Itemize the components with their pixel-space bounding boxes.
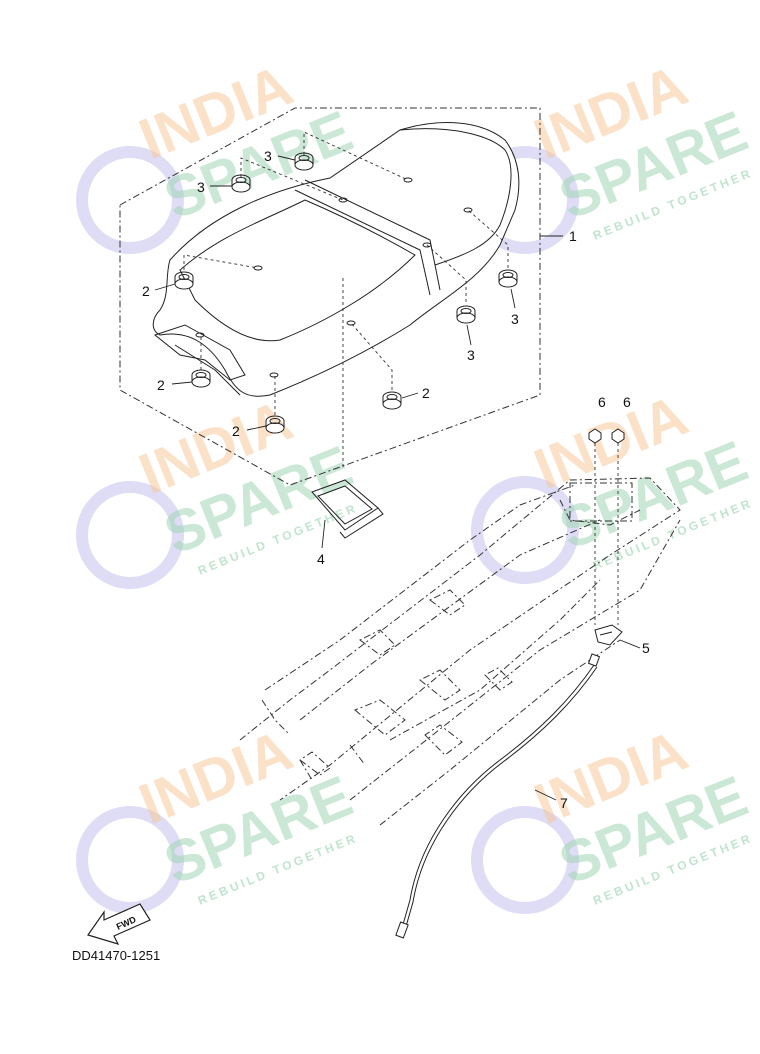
damper-3-c xyxy=(498,269,518,288)
part-5-lock xyxy=(594,624,641,649)
fwd-arrow-icon: FWD xyxy=(87,903,151,945)
watermark-top-right: INDIA SPARE REBUILD TOGETHER xyxy=(471,53,756,254)
mount-hole xyxy=(269,372,279,378)
part-6-nuts xyxy=(588,428,625,625)
callout-6-b: 6 xyxy=(623,394,631,410)
rear-frame xyxy=(239,477,681,826)
callout-5: 5 xyxy=(642,640,650,656)
damper-3-d xyxy=(456,305,476,324)
callouts: 1 2 2 2 2 3 3 3 3 4 5 6 6 7 xyxy=(142,148,650,811)
wrench-circle-icon xyxy=(76,481,184,589)
damper-2-c xyxy=(382,391,402,410)
callout-leaders xyxy=(154,155,563,431)
seat-underside-rail xyxy=(174,344,241,396)
watermark-bottom-left: INDIA SPARE REBUILD TOGETHER xyxy=(76,718,361,914)
wrench-circle-icon xyxy=(471,806,579,914)
seat-part xyxy=(152,122,520,397)
assembly-guides xyxy=(183,131,509,470)
watermark-bottom-right: INDIA SPARE REBUILD TOGETHER xyxy=(471,718,756,914)
mount-hole xyxy=(403,177,413,183)
watermark-mid-right: INDIA SPARE REBUILD TOGETHER xyxy=(471,383,756,584)
mount-hole xyxy=(195,332,205,338)
callout-4: 4 xyxy=(317,551,325,567)
seat-front-contour xyxy=(179,199,416,342)
wrench-circle-icon xyxy=(76,146,184,254)
seat-rear-hump xyxy=(399,128,512,266)
callout-1: 1 xyxy=(569,228,577,244)
callout-2-d: 2 xyxy=(232,423,240,439)
seat-underside xyxy=(153,324,246,381)
callout-3-d: 3 xyxy=(467,347,475,363)
mount-hole xyxy=(463,207,473,213)
part-4-handle xyxy=(311,479,384,549)
wrench-circle-icon xyxy=(471,476,579,584)
damper-2-d xyxy=(265,415,285,434)
damper-2-b xyxy=(191,369,211,388)
callout-2-b: 2 xyxy=(157,377,165,393)
mount-hole xyxy=(253,265,263,271)
seat-assembly-boundary xyxy=(119,107,541,486)
part-7-cable xyxy=(395,653,601,939)
diagram-code: DD41470-1251 xyxy=(72,948,161,963)
callout-3-c: 3 xyxy=(511,311,519,327)
seat-body xyxy=(152,122,520,397)
callout-7: 7 xyxy=(560,795,568,811)
callout-3-a: 3 xyxy=(264,148,272,164)
callout-3-b: 3 xyxy=(197,179,205,195)
mount-hole xyxy=(346,320,356,326)
seat-strap-bottom xyxy=(294,189,431,296)
callout-2-c: 2 xyxy=(422,385,430,401)
mount-hole xyxy=(422,242,432,248)
mount-hole xyxy=(338,197,348,203)
callout-2-a: 2 xyxy=(142,283,150,299)
damper-parts xyxy=(174,152,518,434)
callout-6-a: 6 xyxy=(598,394,606,410)
damper-3-a xyxy=(294,152,314,171)
